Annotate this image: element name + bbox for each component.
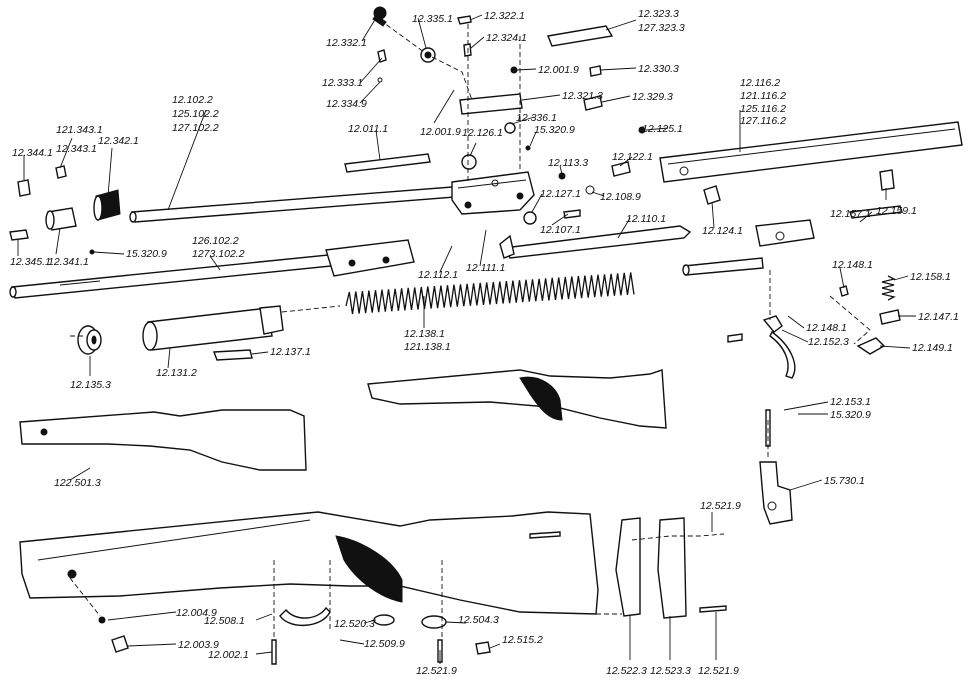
label-12-333-1: 12.333.1 xyxy=(322,77,363,89)
compression-tube xyxy=(659,121,963,183)
label-12-334-9: 12.334.9 xyxy=(326,98,367,110)
label-12-138-1: 12.138.1 xyxy=(404,328,445,340)
label-12-509-9: 12.509.9 xyxy=(364,638,405,650)
piston-seal xyxy=(77,325,102,355)
label-12-131-2: 12.131.2 xyxy=(156,367,197,379)
trigger-guard xyxy=(279,606,331,627)
label-125-116-2: 125.116.2 xyxy=(740,103,786,115)
barrel-upper xyxy=(129,186,456,223)
assembly-lines xyxy=(69,19,871,640)
label-12-002-1: 12.002.1 xyxy=(208,649,249,661)
left-small-parts xyxy=(9,165,121,255)
label-127-102-2: 127.102.2 xyxy=(172,122,219,134)
label-12-521-9-a: 12.521.9 xyxy=(700,500,741,512)
label-12-341-1: 12.341.1 xyxy=(48,256,89,268)
label-12-521-9-b: 12.521.9 xyxy=(416,665,457,677)
label-15-320-9-b: 15.320.9 xyxy=(126,248,167,260)
label-12-111-1: 12.111.1 xyxy=(466,262,505,274)
stock-middle xyxy=(367,369,667,429)
label-12-003-9: 12.003.9 xyxy=(178,639,219,651)
label-127-116-2: 127.116.2 xyxy=(740,115,786,127)
label-12-342-1: 12.342.1 xyxy=(98,135,139,147)
label-12-329-3: 12.329.3 xyxy=(632,91,673,103)
piston-cylinder xyxy=(142,305,284,351)
label-12-345-1: 12.345.1 xyxy=(10,256,51,268)
label-12-148-1-b: 12.148.1 xyxy=(806,322,847,334)
label-12-112-1: 12.112.1 xyxy=(418,269,458,281)
label-12-520-3: 12.520.3 xyxy=(334,618,375,630)
label-12-332-1: 12.332.1 xyxy=(326,37,367,49)
label-121-116-2: 121.116.2 xyxy=(740,90,786,102)
label-12-107-1: 12.107.1 xyxy=(540,224,581,236)
label-15-730-1: 15.730.1 xyxy=(824,475,865,487)
piston-tube-right xyxy=(682,219,815,276)
main-spring xyxy=(345,272,635,315)
label-12-522-3: 12.522.3 xyxy=(606,665,647,677)
label-122-501-3: 122.501.3 xyxy=(54,477,101,489)
label-125-102-2: 125.102.2 xyxy=(172,108,219,120)
grip-panels xyxy=(615,517,687,619)
label-12-108-9: 12.108.9 xyxy=(600,191,641,203)
label-12-149-1: 12.149.1 xyxy=(912,342,953,354)
label-12-147-1: 12.147.1 xyxy=(918,311,959,323)
label-12-148-1-a: 12.148.1 xyxy=(832,259,873,271)
label-15-320-9-a: 15.320.9 xyxy=(534,124,575,136)
stock-left xyxy=(19,409,307,471)
label-126-102-2: 126.102.2 xyxy=(192,235,239,247)
trigger-assembly xyxy=(727,205,903,525)
leader-lines xyxy=(17,14,916,664)
label-12-504-3: 12.504.3 xyxy=(458,614,499,626)
label-12-336-1: 12.336.1 xyxy=(516,112,557,124)
label-12-113-3: 12.113.3 xyxy=(548,157,588,169)
stock-large xyxy=(19,511,599,615)
label-12-125-1: 12.125.1 xyxy=(642,123,683,135)
label-12-102-2: 12.102.2 xyxy=(172,94,213,106)
misc-parts xyxy=(461,126,895,225)
label-12-330-3: 12.330.3 xyxy=(638,63,679,75)
label-12-011-1: 12.011.1 xyxy=(348,123,388,135)
label-12-116-2: 12.116.2 xyxy=(740,77,780,89)
label-12-343-1: 12.343.1 xyxy=(56,143,97,155)
label-121-138-1: 121.138.1 xyxy=(404,341,451,353)
label-12-159-1: 12.159.1 xyxy=(876,205,917,217)
label-12-001-9-a: 12.001.9 xyxy=(538,64,579,76)
label-12-001-9-b: 12.001.9 xyxy=(420,126,461,138)
label-12-122-1: 12.122.1 xyxy=(612,151,653,163)
sight-rail xyxy=(344,153,431,173)
bottom-screws xyxy=(98,531,727,665)
label-12-321-3: 12.321.3 xyxy=(562,90,603,102)
label-12-126-1: 12.126.1 xyxy=(462,127,503,139)
label-12-322-1: 12.322.1 xyxy=(484,10,525,22)
label-12-124-1: 12.124.1 xyxy=(702,225,743,237)
label-12-004-9: 12.004.9 xyxy=(176,607,217,619)
label-12-324-1: 12.324.1 xyxy=(486,32,527,44)
label-12-153-1: 12.153.1 xyxy=(830,396,871,408)
guide-plate xyxy=(213,349,253,361)
barrel-block xyxy=(325,239,415,277)
label-12-323-3: 12.323.3 xyxy=(638,8,679,20)
label-12-508-1: 12.508.1 xyxy=(204,615,245,627)
label-12-344-1: 12.344.1 xyxy=(12,147,53,159)
label-12-137-1: 12.137.1 xyxy=(270,346,311,358)
label-12-157-1: 12.157.1 xyxy=(830,208,871,220)
receiver-block xyxy=(451,171,535,215)
label-12-515-2: 12.515.2 xyxy=(502,634,543,646)
label-15-320-9-c: 15.320.9 xyxy=(830,409,871,421)
label-12-135-3: 12.135.3 xyxy=(70,379,111,391)
label-1273-102-2: 1273.102.2 xyxy=(192,248,245,260)
label-12-152-3: 12.152.3 xyxy=(808,336,849,348)
label-12-127-1: 12.127.1 xyxy=(540,188,581,200)
cocking-lever xyxy=(499,225,692,259)
label-12-158-1: 12.158.1 xyxy=(910,271,951,283)
label-121-343-1: 121.343.1 xyxy=(56,124,103,136)
label-12-335-1: 12.335.1 xyxy=(412,13,453,25)
label-12-521-9-c: 12.521.9 xyxy=(698,665,739,677)
label-127-323-3: 127.323.3 xyxy=(638,22,685,34)
part-labels: 12.332.1 12.335.1 12.322.1 12.323.3 127.… xyxy=(10,8,959,677)
label-12-110-1: 12.110.1 xyxy=(626,213,666,225)
label-12-523-3: 12.523.3 xyxy=(650,665,691,677)
